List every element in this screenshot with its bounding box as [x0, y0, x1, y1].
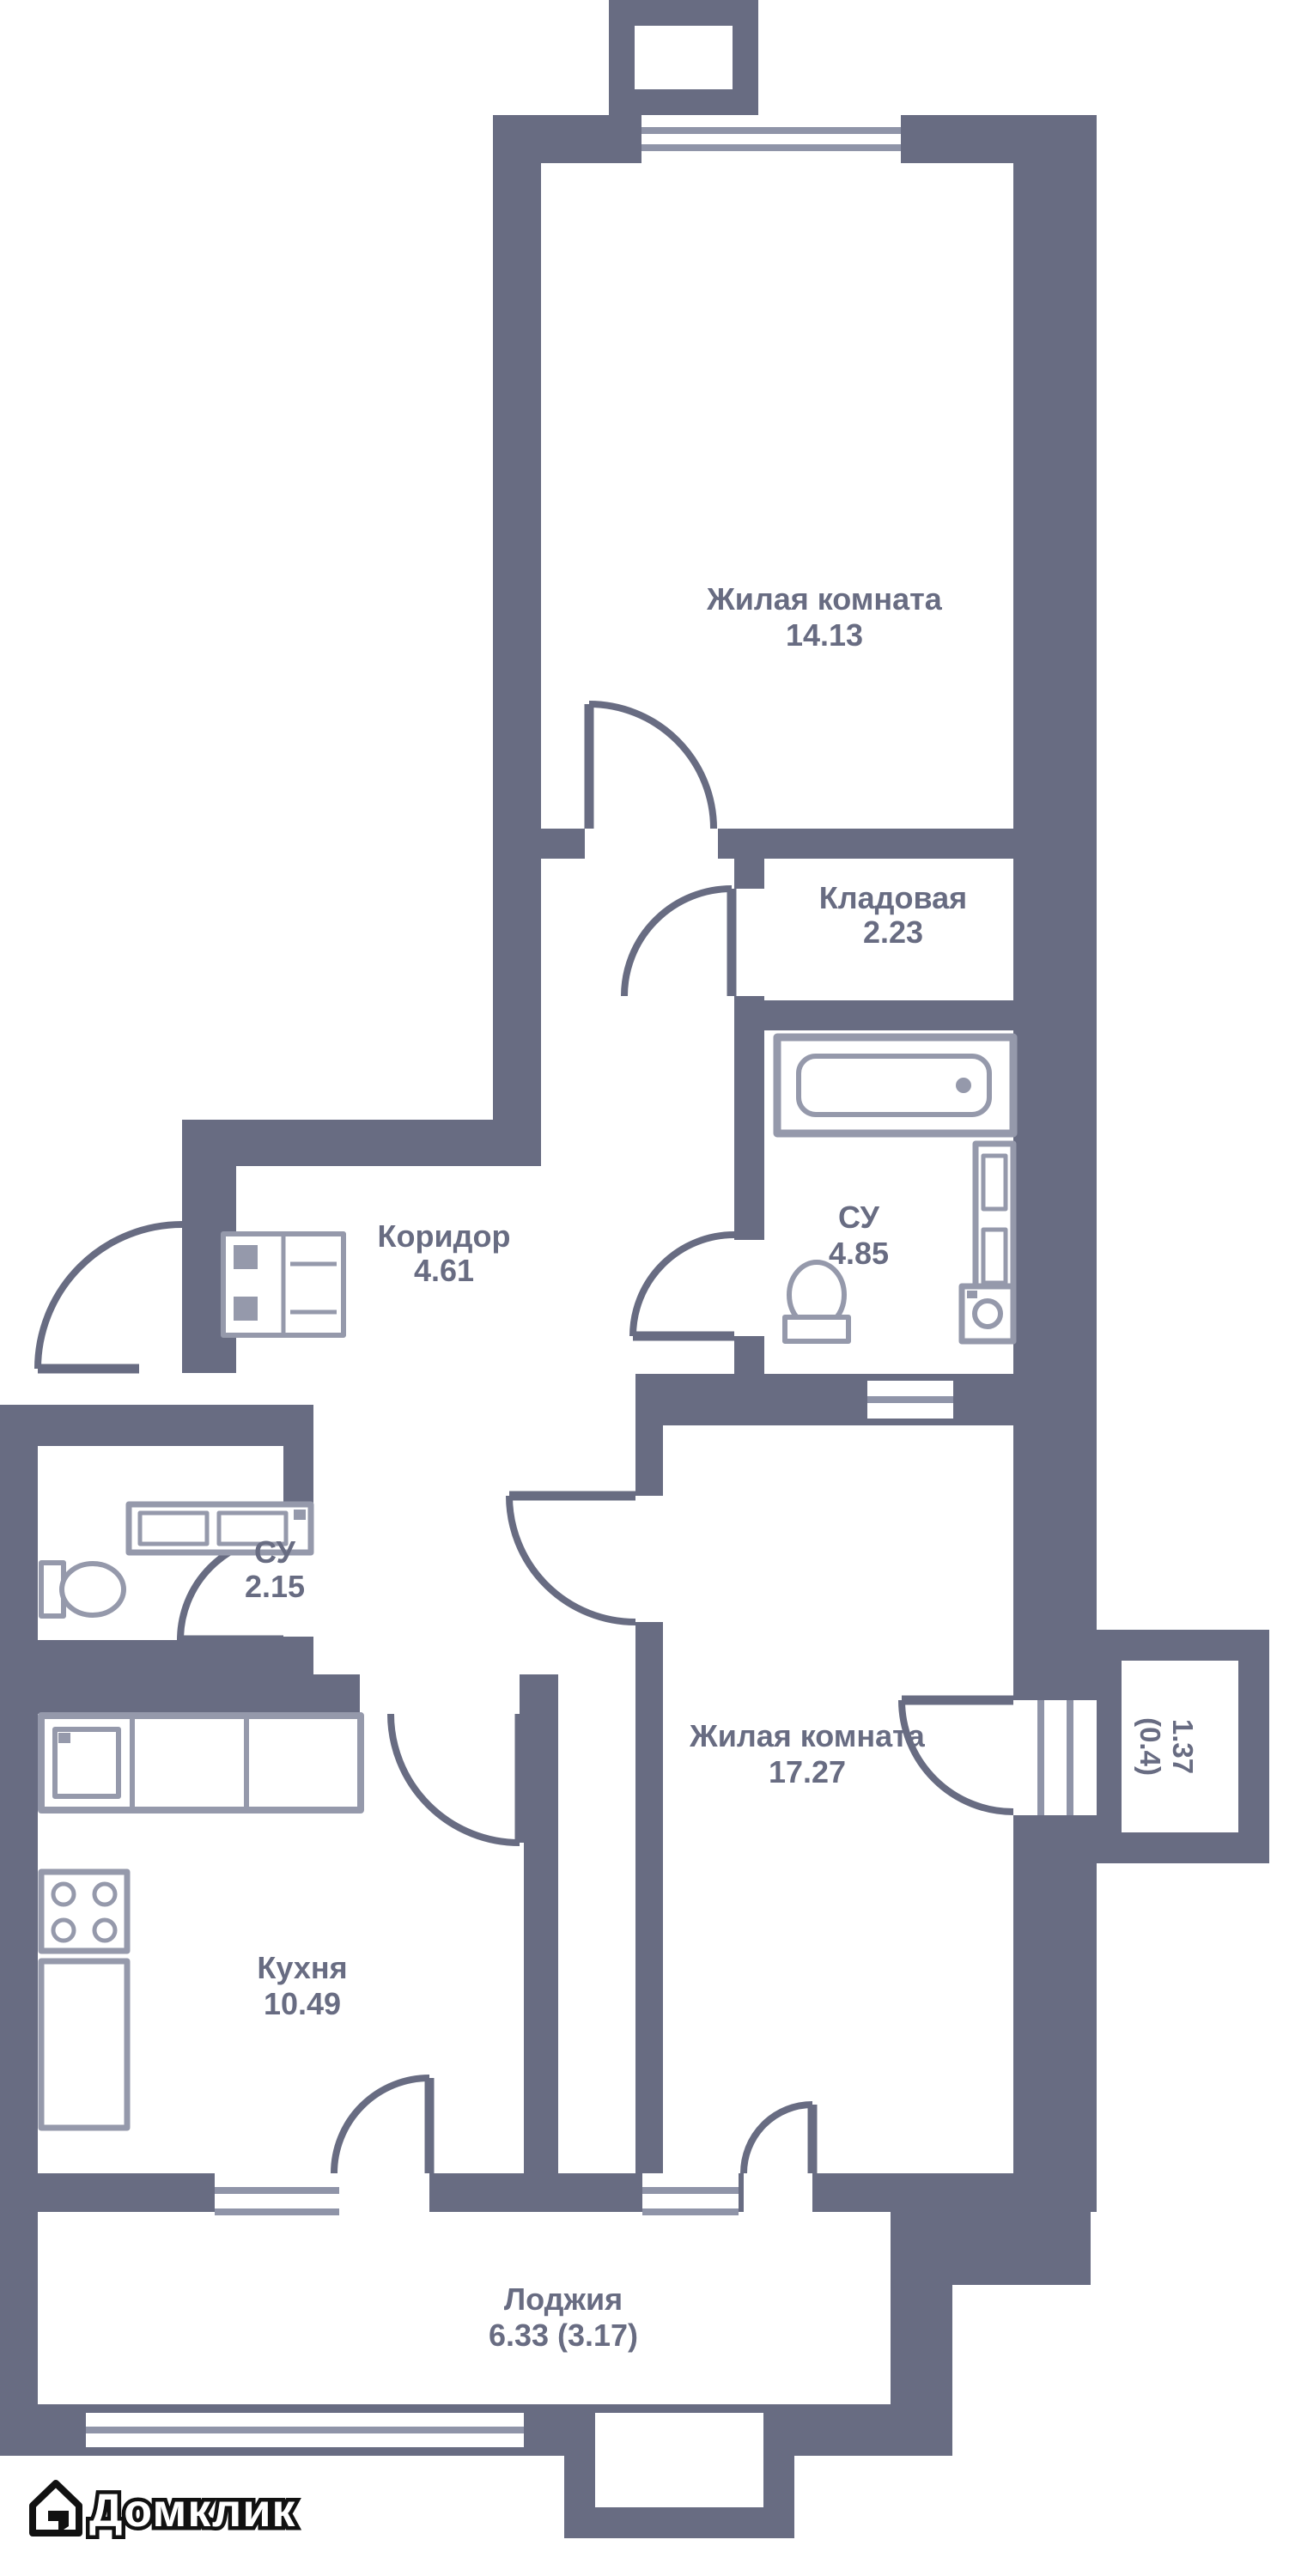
stove-burner: [51, 1881, 76, 1907]
label-storage-area: 2.23: [863, 914, 923, 950]
counter-panel: [981, 1227, 1008, 1285]
stove-burner: [51, 1917, 76, 1943]
balcony-interior: [1122, 1661, 1238, 1832]
wall-segment: [493, 163, 541, 1166]
toilet-bowl: [59, 1561, 126, 1618]
door-arc-living: [506, 1495, 636, 1625]
door-opening-living: [635, 1496, 663, 1622]
door-opening-bedroom: [585, 829, 718, 859]
bathroom-counter: [972, 1140, 1017, 1312]
domclick-logo-text: Домклик: [89, 2485, 296, 2537]
window-living: [642, 2173, 739, 2233]
label-storage-name: Кладовая: [819, 880, 967, 915]
counter-panel: [137, 1510, 210, 1546]
counter-faucet: [294, 1510, 306, 1520]
cabinet-cell: [234, 1297, 258, 1321]
kitchen-counter: [38, 1712, 364, 1814]
label-kitchen-area: 10.49: [264, 1986, 341, 2021]
door-arc-bedroom: [588, 701, 717, 829]
stove-burner: [92, 1881, 118, 1907]
label-corridor-area: 4.61: [414, 1253, 474, 1288]
label-living-area: 17.27: [769, 1754, 846, 1789]
walls: [0, 0, 1269, 2538]
door-arc-entrance: [34, 1221, 183, 1370]
door-arc-kitchen: [387, 1713, 520, 1846]
door-arc-storage: [621, 885, 733, 997]
stove: [38, 1868, 131, 1954]
domclick-logo: Домклик: [29, 2480, 299, 2541]
door-opening-bathroom: [734, 1240, 764, 1336]
wall-segment: [38, 2173, 952, 2212]
fixtures: [38, 1033, 1018, 2131]
toilet-tank: [782, 1315, 851, 1344]
toilet-wc: [39, 1560, 126, 1619]
wall-segment: [635, 1374, 1013, 1425]
door-arc-kitchen-loggia: [331, 2075, 430, 2174]
label-balcony-area: 1.37: [1167, 1719, 1199, 1774]
washing-machine-drum: [972, 1298, 1003, 1329]
bottom-box-interior: [595, 2454, 763, 2507]
sink-faucet: [58, 1733, 70, 1743]
bathtub-faucet: [956, 1078, 971, 1093]
door-arc-living-loggia: [740, 2101, 813, 2174]
wall-segment: [182, 1120, 541, 1166]
windows: [86, 115, 1073, 2447]
window-bedroom: [641, 115, 901, 163]
label-balcony: 1.37 (0.4): [1134, 1717, 1199, 1776]
house-door-shape: [48, 2511, 69, 2533]
label-corridor-name: Коридор: [378, 1218, 511, 1254]
door-opening-kitchen: [360, 1674, 520, 1714]
wall-segment: [1013, 163, 1097, 2212]
toilet-bathroom: [782, 1260, 851, 1344]
door-opening-storage: [734, 889, 764, 996]
door-arc-balcony: [898, 1699, 1014, 1815]
wall-segment: [764, 1000, 1013, 1030]
washing-machine-panel: [967, 1291, 977, 1298]
wall-segment: [524, 1714, 558, 2173]
door-opening-living-loggia: [744, 2173, 812, 2212]
wc-counter: [125, 1501, 314, 1556]
label-loggia-area: 6.33 (3.17): [489, 2318, 638, 2353]
stove-outline: [38, 1868, 131, 1954]
domclick-house-icon: [29, 2480, 82, 2537]
door-opening-kitchen-loggia: [334, 2173, 429, 2212]
window-opening-balcony: [1013, 1700, 1097, 1815]
house-shape: [29, 2480, 82, 2537]
window-kitchen: [215, 2173, 339, 2233]
label-wc-name: СУ: [254, 1534, 296, 1570]
label-bathroom-name: СУ: [838, 1200, 880, 1235]
label-loggia-name: Лоджия: [504, 2281, 623, 2317]
kitchen-sink: [52, 1727, 121, 1799]
vent-shaft-interior: [635, 26, 733, 89]
stove-burner: [92, 1917, 118, 1943]
wall-segment: [38, 1405, 313, 1446]
washing-machine: [958, 1283, 1017, 1345]
wall-segment: [952, 2173, 1091, 2285]
counter-panel: [216, 1510, 289, 1546]
corridor-cabinet: [221, 1231, 346, 1338]
label-bathroom-area: 4.85: [829, 1236, 889, 1271]
door-arc-bathroom: [629, 1231, 735, 1337]
label-bedroom-area: 14.13: [786, 617, 863, 653]
cabinet-cell: [234, 1245, 258, 1269]
label-bedroom-name: Жилая комната: [706, 581, 943, 617]
fridge: [38, 1958, 131, 2131]
bathtub-basin: [796, 1054, 992, 1117]
wall-segment: [38, 1640, 313, 1714]
wall-segment: [0, 1405, 38, 2456]
counter-panel: [981, 1153, 1008, 1212]
room-labels: Жилая комната 14.13 Кладовая 2.23 СУ 4.8…: [245, 581, 1199, 2353]
door-openings: [283, 829, 1097, 2212]
label-kitchen-name: Кухня: [257, 1950, 347, 1985]
bottom-box-passage: [595, 2413, 763, 2456]
label-living-name: Жилая комната: [689, 1718, 926, 1753]
label-wc-area: 2.15: [245, 1569, 305, 1604]
bathtub: [773, 1033, 1018, 1138]
label-balcony-coeff: (0.4): [1134, 1717, 1166, 1776]
